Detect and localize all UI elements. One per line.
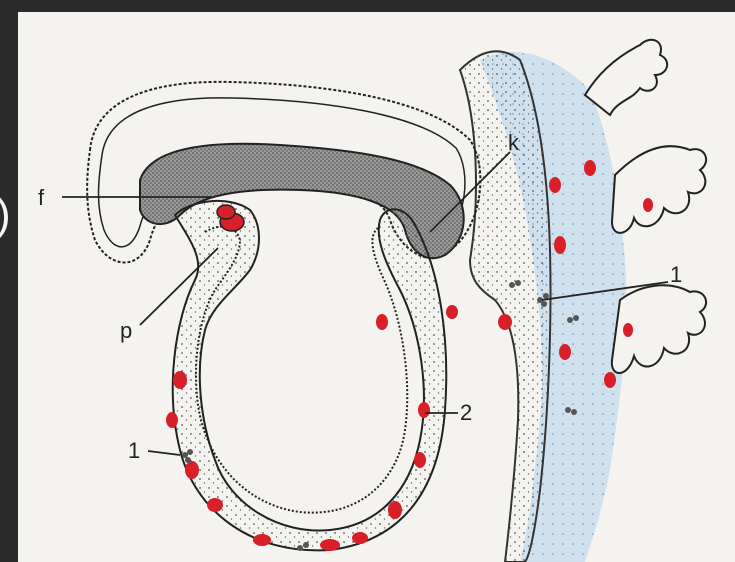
label-1-right: 1	[670, 262, 682, 287]
label-1-left: 1	[128, 438, 140, 463]
connecting-stalk	[460, 51, 551, 562]
label-f: f	[38, 185, 45, 210]
label-p: p	[120, 318, 132, 343]
label-2: 2	[460, 400, 472, 425]
label-k: k	[508, 130, 520, 155]
leader-1-left	[148, 451, 180, 455]
